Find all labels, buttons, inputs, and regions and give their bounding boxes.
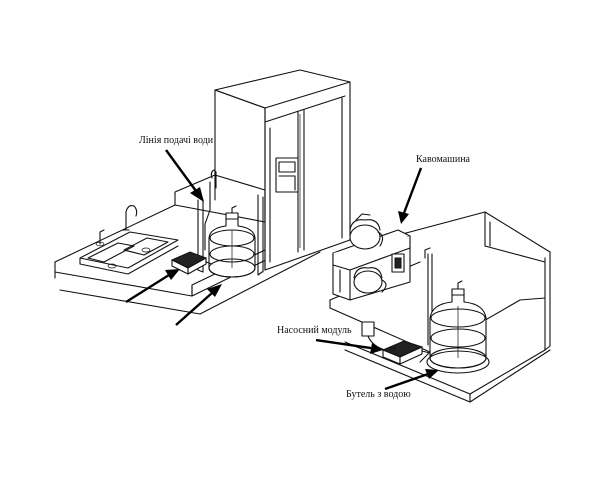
label-pump-module: Насосний модуль	[277, 325, 352, 336]
label-water-supply-line: Лінія подачі води	[139, 135, 214, 146]
arrow-water-bottle-left	[175, 284, 222, 326]
sink	[79, 231, 179, 275]
coffee-machine	[332, 213, 411, 301]
arrow-coffee-machine	[398, 167, 423, 224]
label-coffee-machine: Кавомашина	[416, 154, 470, 165]
water-bottle-left	[208, 205, 256, 278]
pump-module-left	[170, 251, 213, 275]
arrow-pump-module-left	[125, 269, 180, 304]
label-water-bottle: Бутель з водою	[346, 389, 411, 400]
pump-module-right	[381, 340, 431, 365]
arrow-pump-module-right	[315, 338, 383, 354]
left-kitchen-scene	[54, 169, 321, 315]
arrow-water-supply-line	[165, 149, 204, 202]
water-bottle-right	[426, 280, 490, 374]
faucet	[95, 205, 138, 247]
arrow-water-bottle-right	[384, 369, 439, 391]
right-coffee-scene	[329, 211, 551, 403]
